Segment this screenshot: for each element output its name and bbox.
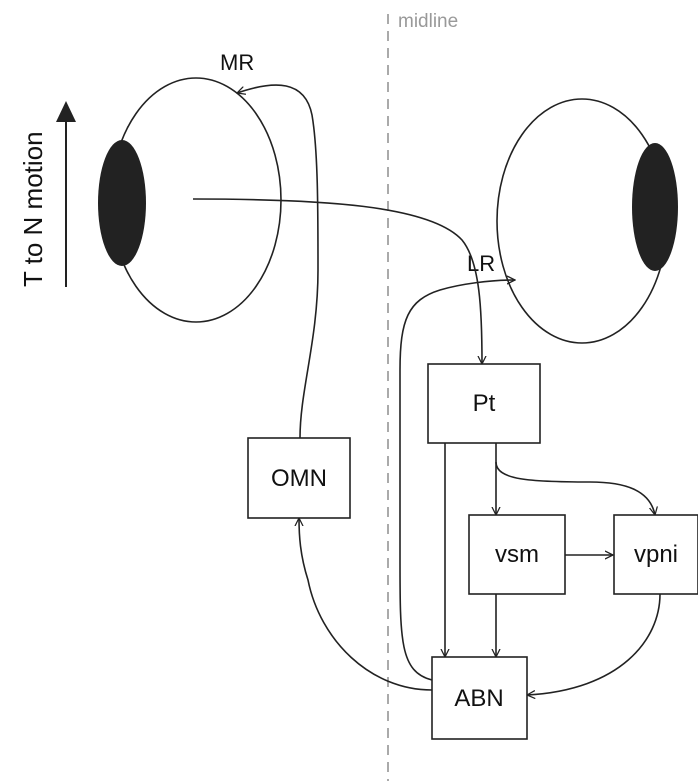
omn-node: OMN — [247, 437, 351, 519]
mr-label: MR — [220, 50, 254, 75]
right-pupil — [632, 143, 678, 271]
left-pupil — [98, 140, 146, 266]
omn-box — [247, 437, 351, 519]
pt-node: Pt — [427, 363, 541, 444]
vsm-label: vsm — [495, 541, 539, 568]
abn-to-lr-path — [399, 280, 515, 681]
vpni-node: vpni — [613, 514, 698, 595]
omn-label: OMN — [271, 465, 327, 492]
abn-node: ABN — [431, 656, 528, 740]
vsm-node: vsm — [468, 514, 566, 595]
vpni-label: vpni — [634, 541, 678, 568]
motion-label: T to N motion — [18, 131, 48, 287]
abn-to-omn-path — [299, 518, 433, 691]
pt-to-vpni-path — [495, 461, 655, 515]
vpni-to-abn-path — [527, 593, 661, 695]
left-eye-to-pt-path — [192, 198, 482, 364]
omn-to-mr-path — [237, 84, 319, 439]
lr-label: LR — [467, 251, 495, 276]
motion-indicator: T to N motion — [18, 101, 76, 287]
abn-box — [431, 656, 528, 740]
midline-label: midline — [398, 11, 458, 32]
pt-box — [427, 363, 541, 444]
abn-label: ABN — [454, 685, 503, 712]
right-eye — [496, 98, 678, 344]
vsm-box — [468, 514, 566, 595]
pt-label: Pt — [473, 390, 496, 417]
vpni-box — [613, 514, 698, 595]
motion-arrowhead — [56, 101, 76, 122]
left-eye — [98, 77, 282, 323]
